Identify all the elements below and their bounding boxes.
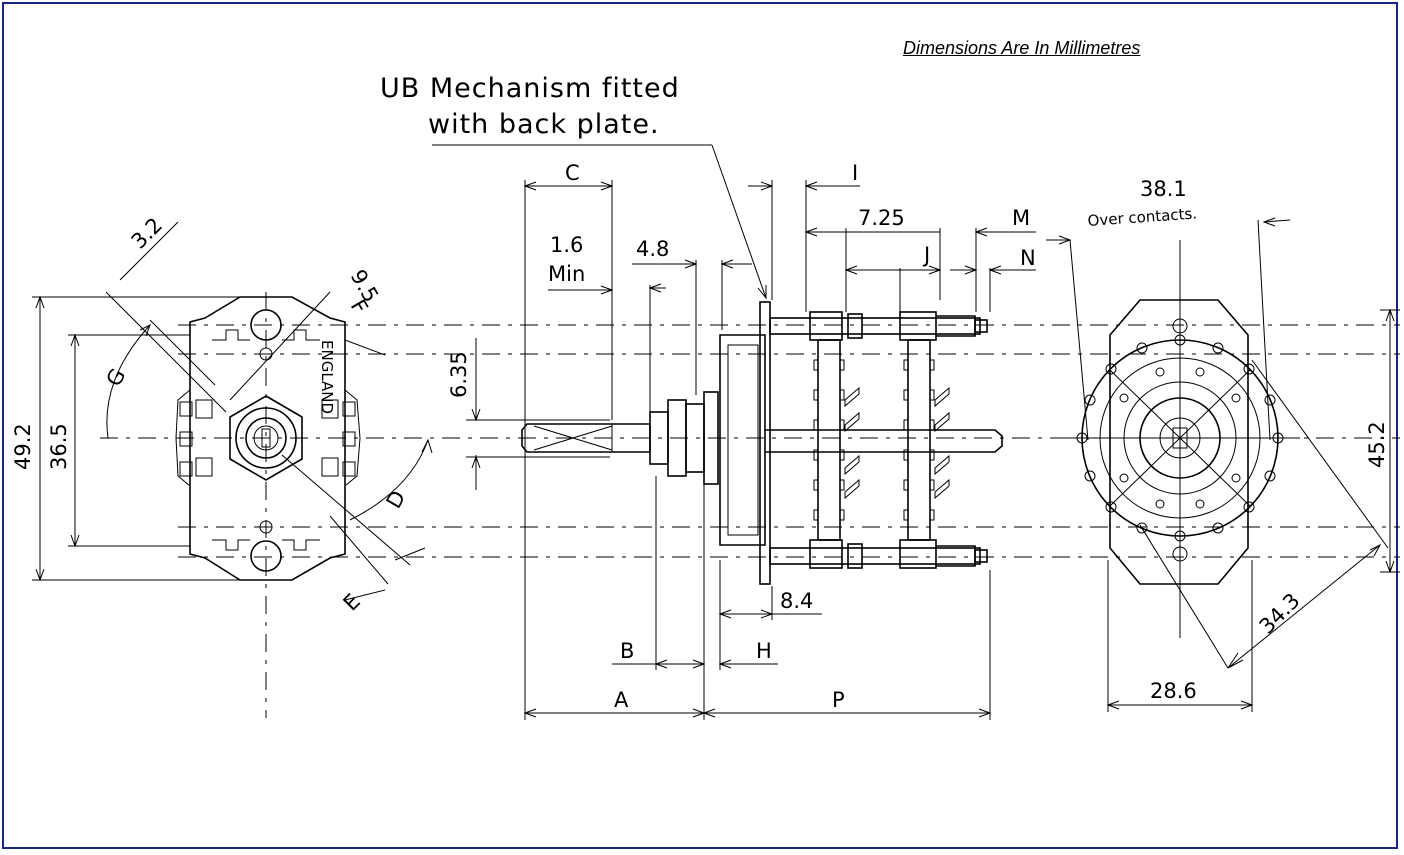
dim-45-2: 45.2 <box>1365 421 1389 468</box>
title-line-1: UB Mechanism fitted <box>380 73 680 104</box>
front-view: ENGLAND <box>175 296 361 581</box>
england-marking: ENGLAND <box>318 340 336 414</box>
dim-b: B <box>620 639 634 663</box>
dim-i: I <box>852 161 858 185</box>
dim-8-4: 8.4 <box>780 589 813 613</box>
units-note: Dimensions Are In Millimetres <box>903 38 1141 58</box>
dim-g: G <box>102 364 131 390</box>
dim-34-3: 34.3 <box>1255 588 1305 638</box>
dim-e: E <box>339 589 365 615</box>
side-view-dimensions: UB Mechanism fitted with back plate. C 1… <box>380 73 1036 720</box>
dim-h: H <box>756 639 772 663</box>
dim-49-2: 49.2 <box>11 423 35 470</box>
rear-view-dimensions: 38.1 Over contacts. 45.2 34.3 28.6 <box>1046 177 1400 712</box>
over-contacts-note: Over contacts. <box>1087 204 1198 230</box>
dim-1-6: 1.6 <box>550 233 583 257</box>
rear-view <box>1060 250 1300 625</box>
dim-7-25: 7.25 <box>858 206 905 230</box>
dim-d: D <box>382 486 411 512</box>
dim-3-2: 3.2 <box>127 213 168 254</box>
dim-n: N <box>1020 246 1036 270</box>
dim-m: M <box>1012 206 1030 230</box>
dim-p: P <box>832 688 845 712</box>
dim-j: J <box>922 243 930 267</box>
dim-38-1: 38.1 <box>1140 177 1187 201</box>
dim-4-8: 4.8 <box>636 237 669 261</box>
title-line-2: with back plate. <box>428 109 660 140</box>
center-lines <box>100 240 1400 718</box>
dim-f: F <box>346 296 373 318</box>
dim-6-35: 6.35 <box>447 351 471 398</box>
dim-28-6: 28.6 <box>1150 679 1197 703</box>
side-view <box>521 301 1003 585</box>
dim-a: A <box>614 688 629 712</box>
dim-min: Min <box>548 262 585 286</box>
dim-36-5: 36.5 <box>47 423 71 470</box>
front-view-dimensions: 49.2 36.5 G 3.2 9.5 F D E 6.35 <box>11 213 610 616</box>
dim-c: C <box>565 161 580 185</box>
